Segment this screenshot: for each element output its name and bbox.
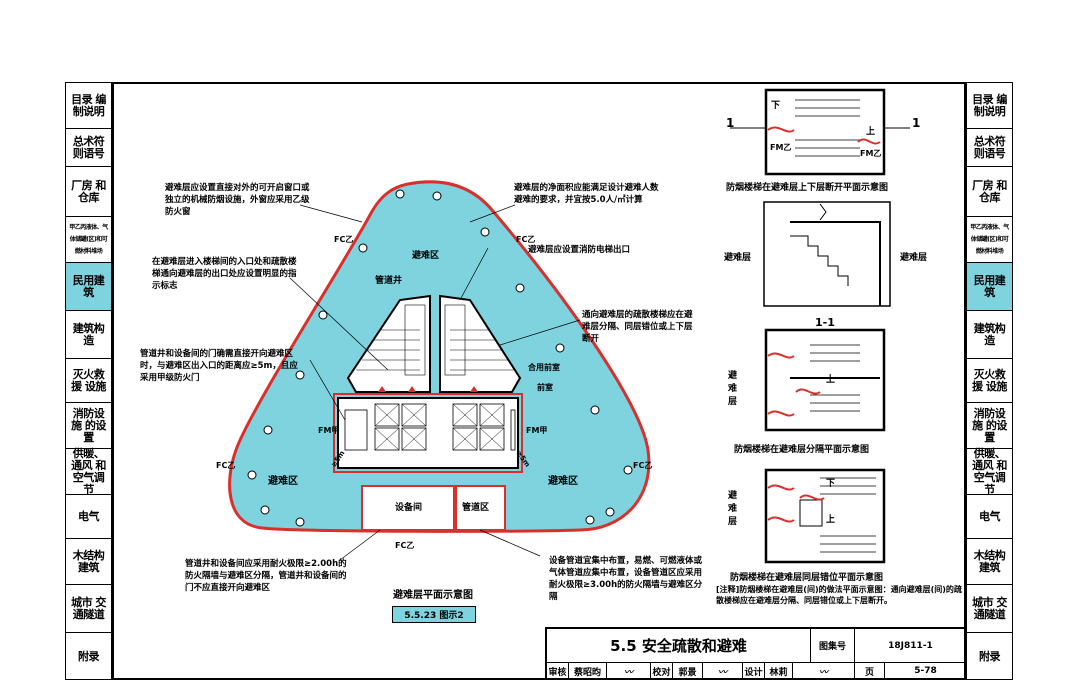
note-stair-split: 通向避难层的疏散楼梯应在避难层分隔、同层错位或上下层断开	[582, 310, 693, 344]
drawing-frame	[112, 82, 966, 680]
pipe-room-label: 管道区	[462, 503, 490, 513]
side-tab[interactable]: 民用建筑	[66, 263, 111, 311]
side-tab[interactable]: 电气	[967, 495, 1012, 539]
up-label-2: 上	[826, 375, 836, 385]
side-tab[interactable]: 城市 交通隧道	[967, 585, 1012, 633]
leader-lines	[289, 204, 581, 561]
fc-label-2: FC乙	[516, 235, 536, 244]
side-tab[interactable]: 厂房 和仓库	[66, 167, 111, 217]
stair-hatching	[356, 304, 514, 376]
fc-label-3: FC乙	[216, 461, 236, 470]
side-tab[interactable]: 附录	[78, 650, 100, 663]
fm-yi-label-1: FM乙	[770, 143, 792, 152]
down-label-2: 下	[826, 479, 836, 489]
side-tab[interactable]: 甲乙丙液体、气体储罐(区)和可燃材料堆场	[66, 217, 111, 263]
side-tab[interactable]: 目录 编制说明	[66, 83, 111, 129]
refuge-layer-vertical-1: 避难层	[728, 371, 738, 407]
section-caption: 1-1	[815, 316, 835, 329]
side-tab[interactable]: 灭火救援 设施	[967, 359, 1012, 403]
pipe-room	[455, 485, 506, 531]
side-tab[interactable]: 灭火救援 设施	[66, 359, 111, 403]
shared-vestibule-label: 合用前室	[528, 363, 560, 372]
note-elevator: 避难层应设置消防电梯出口	[528, 245, 631, 255]
side-tab[interactable]: 厂房 和仓库	[967, 167, 1012, 217]
section-mark-left: 1	[726, 116, 735, 130]
elevator-x-marks	[374, 403, 505, 451]
refuge-layer-label-left: 避难层	[724, 253, 752, 263]
reviewer-name: 蔡昭昀	[569, 663, 607, 680]
side-tab[interactable]: 消防设施 的设置	[66, 403, 111, 449]
detail3-caption: 防烟楼梯在避难层同层错位平面示意图	[730, 573, 884, 583]
fm-jia-label-2: FM甲	[526, 426, 548, 435]
title-block: 5.5 安全疏散和避难 图集号 18J811-1 审核 蔡昭昀 〰 校对 郭景 …	[545, 627, 966, 680]
refuge-layer-label-right: 避难层	[900, 253, 928, 263]
side-tab[interactable]: 甲乙丙液体、气体储罐(区)和可燃材料堆场	[967, 217, 1012, 263]
refuge-layer-vertical-2: 避难层	[728, 491, 738, 527]
side-tab[interactable]: 供暖、通风 和空气调节	[66, 447, 111, 495]
up-label-1: 上	[866, 127, 876, 137]
design-label: 设计	[743, 663, 765, 680]
side-tab[interactable]: 民用建筑	[967, 263, 1012, 311]
refuge-floor-plan	[228, 180, 651, 561]
refuge-zone-left-label: 避难区	[268, 476, 298, 487]
fc-label-5: FC乙	[395, 541, 415, 550]
equipment-room	[361, 485, 455, 531]
figure-tag: 5.5.23 图示2	[392, 606, 476, 623]
column-circles	[247, 189, 633, 527]
up-label-3: 上	[826, 515, 836, 525]
equipment-room-label: 设备间	[395, 503, 423, 513]
fm-jia-label-1: FM甲	[318, 426, 340, 435]
side-tab[interactable]: 建筑构造	[967, 311, 1012, 359]
arrow-marks	[378, 386, 478, 392]
detail2-caption: 防烟楼梯在避难层分隔平面示意图	[734, 445, 870, 455]
left-stair-wedge	[346, 294, 431, 393]
side-tab[interactable]: 供暖、通风 和空气调节	[967, 447, 1012, 495]
title-block-title: 5.5 安全疏散和避难	[547, 629, 811, 663]
note-windows: 避难层应设置直接对外的可开启窗口或独立的机械防烟设施，外窗应采用乙级防火窗	[165, 183, 310, 217]
fc-label-4: FC乙	[633, 461, 653, 470]
detail1-caption: 防烟楼梯在避难层上下层断开平面示意图	[726, 183, 889, 193]
note-pipe-area: 设备管道宜集中布置，易燃、可燃液体或气体管道应集中布置，设备管道区应采用耐火极限…	[549, 556, 703, 602]
side-tab[interactable]: 目录 编制说明	[967, 83, 1012, 129]
note-door-distance: 管道井和设备间的门确需直接开向避难区时，与避难区出入口的距离应≥5m，且应采用甲…	[140, 349, 298, 383]
check-label: 校对	[651, 663, 673, 680]
footnote: [注释]防烟楼梯在避难层(间)的做法平面示意图：通向避难层(间)的疏散楼梯应在避…	[716, 585, 962, 605]
atlas-no-value: 18J811-1	[855, 629, 966, 663]
fm-yi-label-2: FM乙	[860, 149, 882, 158]
side-tab[interactable]: 木结构 建筑	[967, 539, 1012, 585]
section-mark-right: 1	[912, 116, 921, 130]
fc-label-1: FC乙	[334, 235, 354, 244]
vestibule-label: 前室	[537, 383, 553, 392]
page-number: 5-78	[885, 663, 966, 680]
refuge-zone-right-label: 避难区	[548, 476, 578, 487]
designer-name: 林莉	[765, 663, 793, 680]
right-stair-wedge	[439, 294, 522, 393]
left-tab-column: 目录 编制说明总术符 则语号厂房 和仓库甲乙丙液体、气体储罐(区)和可燃材料堆场…	[65, 82, 112, 680]
page-label: 页	[855, 663, 885, 680]
stair-detail-drawings	[730, 88, 910, 564]
side-tab[interactable]: 总术符 则语号	[66, 129, 111, 167]
side-tab[interactable]: 总术符 则语号	[967, 129, 1012, 167]
side-tab[interactable]: 附录	[979, 650, 1001, 663]
note-area: 避难层的净面积应能满足设计避难人数避难的要求，并宜按5.0人/㎡计算	[514, 183, 659, 205]
side-tab[interactable]: 木结构 建筑	[66, 539, 111, 585]
note-fire-wall: 管道井和设备间应采用耐火极限≥2.00h的防火隔墙与避难区分隔，管道井和设备间的…	[185, 559, 347, 593]
note-signage: 在避难层进入楼梯间的入口处和疏散楼梯通向避难层的出口处应设置明显的指示标志	[152, 257, 297, 291]
right-tab-column: 目录 编制说明总术符 则语号厂房 和仓库甲乙丙液体、气体储罐(区)和可燃材料堆场…	[966, 82, 1013, 680]
refuge-zone-top-label: 避难区	[412, 251, 440, 261]
plan-caption: 避难层平面示意图	[393, 590, 473, 601]
checker-signature: 〰	[703, 663, 743, 680]
down-label-1: 下	[771, 101, 781, 111]
shaft-label: 管道井	[375, 276, 403, 286]
atlas-no-label: 图集号	[811, 629, 855, 663]
side-tab[interactable]: 电气	[66, 495, 111, 539]
checker-name: 郭景	[673, 663, 703, 680]
side-tab[interactable]: 建筑构造	[66, 311, 111, 359]
review-label: 审核	[547, 663, 569, 680]
reviewer-signature: 〰	[607, 663, 651, 680]
side-tab[interactable]: 城市 交通隧道	[66, 585, 111, 633]
side-tab[interactable]: 消防设施 的设置	[967, 403, 1012, 449]
designer-signature: 〰	[793, 663, 855, 680]
